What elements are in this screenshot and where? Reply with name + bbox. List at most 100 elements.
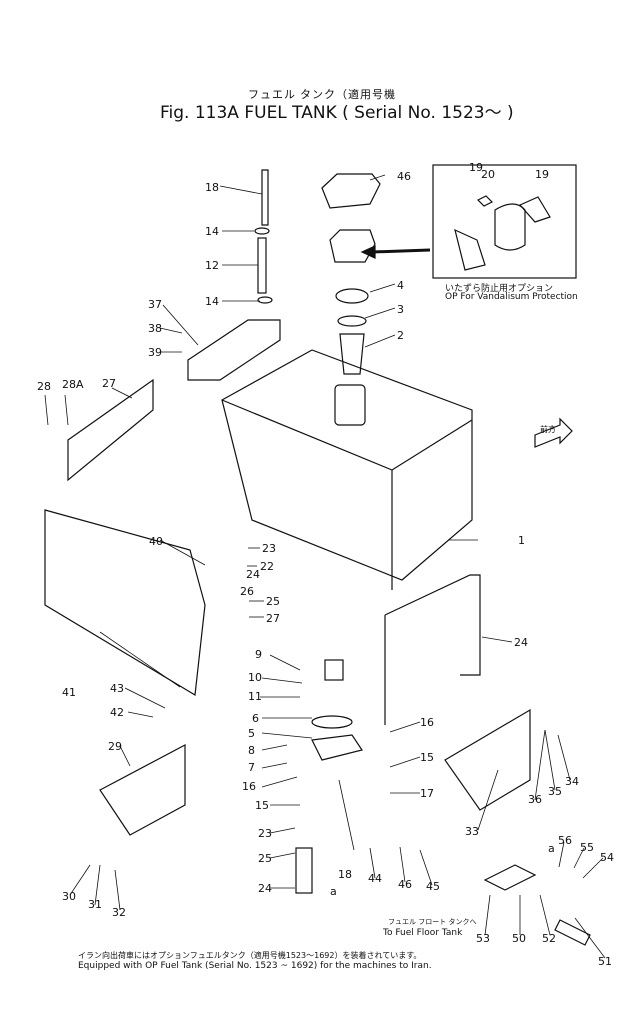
callout-57: 55 xyxy=(580,841,594,854)
callout-50: 46 xyxy=(398,878,412,891)
filler-neck xyxy=(334,384,366,426)
callout-53: 51 xyxy=(598,955,612,968)
inset-bracket-19b xyxy=(519,196,551,223)
callout-55: 53 xyxy=(476,932,490,945)
callout-35: 31 xyxy=(88,898,102,911)
callout-37: 33 xyxy=(465,825,479,838)
callout-10: 10 xyxy=(248,671,262,684)
callout-15: 15 xyxy=(255,799,269,812)
callout-3: 3 xyxy=(397,303,404,316)
inset-caption-en: OP For Vandalisum Protection xyxy=(445,292,578,302)
callout-5: 5 xyxy=(248,727,255,740)
callout-15b: 15 xyxy=(420,751,434,764)
gauge-tube-12 xyxy=(257,237,267,294)
callout-16: 16 xyxy=(242,780,256,793)
side-cover-45 xyxy=(44,509,206,696)
side-cover-30 xyxy=(67,378,154,482)
callout-36: 32 xyxy=(112,906,126,919)
callout-12: 12 xyxy=(205,259,219,272)
callout-40: 36 xyxy=(528,793,542,806)
bracket-41 xyxy=(187,319,281,381)
callout-24: 24 xyxy=(514,636,528,649)
callout-44: 40 xyxy=(149,535,163,548)
side-cover-33 xyxy=(99,744,186,836)
filler-cap-4 xyxy=(335,288,369,304)
callout-a-left: a xyxy=(330,885,337,898)
callout-43: 39 xyxy=(148,346,162,359)
frame-24 xyxy=(384,574,481,676)
leader-lines xyxy=(44,174,606,959)
gauge-13 xyxy=(261,169,269,226)
callout-26: 23 xyxy=(262,542,276,555)
callout-21: 23 xyxy=(258,827,272,840)
callout-52: 50 xyxy=(512,932,526,945)
callout-31: 28 xyxy=(37,380,51,393)
front-label: 前方 xyxy=(540,425,556,434)
floor-tank-en: To Fuel Floor Tank xyxy=(383,928,463,938)
callout-39: 35 xyxy=(548,785,562,798)
callout-45: 41 xyxy=(62,686,76,699)
callout-23: 25 xyxy=(258,852,272,865)
figure-title: Fig. 113A FUEL TANK ( Serial No. 1523～ ) xyxy=(160,103,514,123)
inset-cap xyxy=(494,203,526,251)
tank-top-edge xyxy=(221,399,473,471)
callout-38: 34 xyxy=(565,775,579,788)
o-ring-6 xyxy=(311,715,353,729)
callout-18: 18 xyxy=(338,868,352,881)
side-cover-37 xyxy=(444,708,531,811)
callout-28: 25 xyxy=(266,595,280,608)
strainer-2 xyxy=(339,333,365,375)
callout-28A: 26 xyxy=(240,585,254,598)
title-japanese: フュエル タンク（適用号機 xyxy=(248,89,397,101)
callout-47: 43 xyxy=(110,682,124,695)
callout-8: 8 xyxy=(248,744,255,757)
callout-27: 24 xyxy=(246,568,260,581)
callout-29: 27 xyxy=(266,612,280,625)
callout-6: 6 xyxy=(252,712,259,725)
fuel-tank-1 xyxy=(221,349,473,581)
hose-22 xyxy=(295,847,313,894)
fitting-52 xyxy=(483,864,537,891)
callout-46: 42 xyxy=(110,706,124,719)
callout-41: 37 xyxy=(148,298,162,311)
callout-20-inset: 20 xyxy=(481,168,495,181)
callout-54: 52 xyxy=(542,932,556,945)
callout-a-right: a xyxy=(548,842,555,855)
ring-14-upper xyxy=(254,227,270,235)
callout-14b: 14 xyxy=(205,295,219,308)
callout-19-inset: 19 xyxy=(469,161,483,174)
callout-2: 2 xyxy=(397,329,404,342)
callout-7: 7 xyxy=(248,761,255,774)
front-direction-arrow xyxy=(534,417,573,448)
callout-56: 54 xyxy=(600,851,614,864)
flange-9 xyxy=(324,659,344,681)
footer-jp: イラン向出荷車にはオプションフュエルタンク（適用号機1523～1692）を装着さ… xyxy=(78,951,422,960)
footer-en: Equipped with OP Fuel Tank (Serial No. 1… xyxy=(78,961,432,971)
callout-4: 4 xyxy=(397,279,404,292)
inset-lock-20 xyxy=(476,195,494,207)
callout-17: 17 xyxy=(420,787,434,800)
callout-33: 29 xyxy=(108,740,122,753)
callout-34: 30 xyxy=(62,890,76,903)
callout-58: 56 xyxy=(558,834,572,847)
callout-13: 18 xyxy=(205,181,219,194)
callout-51: 46 xyxy=(397,170,411,183)
callout-16b: 16 xyxy=(420,716,434,729)
callout-11: 11 xyxy=(248,690,262,703)
callout-19b-inset: 19 xyxy=(535,168,549,181)
drain-valve-5 xyxy=(311,734,363,761)
gasket-3 xyxy=(337,315,367,327)
callout-1: 1 xyxy=(518,534,525,547)
callout-48: 44 xyxy=(368,872,382,885)
callout-22: 24 xyxy=(258,882,272,895)
callout-32: 28A xyxy=(62,378,84,391)
floor-tank-jp: フュエル フロート タンクへ xyxy=(388,918,477,926)
callout-9: 9 xyxy=(255,648,262,661)
callout-42: 38 xyxy=(148,322,162,335)
inset-bracket-19 xyxy=(454,228,486,271)
callout-30: 27 xyxy=(102,377,116,390)
ring-14-lower xyxy=(257,296,273,304)
callout-49: 45 xyxy=(426,880,440,893)
callout-14: 14 xyxy=(205,225,219,238)
